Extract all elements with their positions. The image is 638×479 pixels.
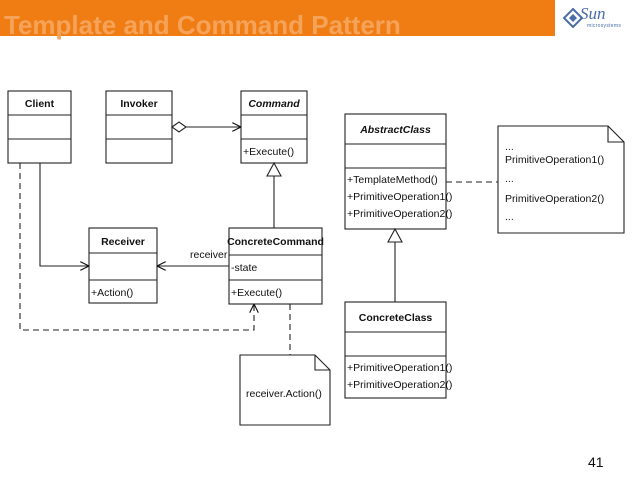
class-client bbox=[7, 90, 72, 164]
command-name: Command bbox=[248, 98, 300, 110]
sun-logo: Sun microsystems bbox=[563, 4, 633, 34]
template-note-line-2: PrimitiveOperation1() bbox=[505, 154, 604, 166]
association-client-receiver bbox=[39, 163, 89, 266]
template-note-line-1: ... bbox=[505, 141, 514, 153]
class-receiver bbox=[88, 227, 158, 304]
abstract-class-method-1: +TemplateMethod() bbox=[347, 174, 438, 186]
logo-text: Sun bbox=[580, 4, 606, 23]
class-command bbox=[240, 90, 308, 164]
class-abstract-class bbox=[344, 113, 447, 230]
receiver-method: +Action() bbox=[91, 287, 133, 299]
concrete-command-attribute: -state bbox=[231, 262, 257, 274]
aggregation-invoker-command bbox=[171, 121, 241, 133]
concrete-command-name: ConcreteCommand bbox=[227, 236, 324, 248]
concrete-command-method: +Execute() bbox=[231, 287, 282, 299]
concrete-class-method-1: +PrimitiveOperation1() bbox=[347, 362, 452, 374]
template-note-line-5: ... bbox=[505, 211, 514, 223]
receiver-name: Receiver bbox=[101, 236, 145, 248]
title-bar bbox=[0, 0, 555, 36]
sun-logo-icon bbox=[563, 8, 583, 28]
note-command bbox=[239, 354, 331, 426]
dependency-client-concrete-command bbox=[19, 163, 254, 331]
note-template bbox=[497, 125, 625, 234]
command-method: +Execute() bbox=[243, 146, 294, 158]
class-concrete-class bbox=[344, 301, 447, 399]
template-note-line-4: PrimitiveOperation2() bbox=[505, 193, 604, 205]
invoker-name: Invoker bbox=[120, 98, 157, 110]
slide-title: Template and Command Pattern bbox=[4, 10, 401, 40]
generalization-concrete-command bbox=[266, 161, 282, 228]
logo-subtext: microsystems bbox=[587, 23, 622, 29]
class-invoker bbox=[105, 90, 173, 164]
page-number: 41 bbox=[588, 454, 604, 470]
class-concrete-command bbox=[228, 227, 323, 305]
command-note-line-1: receiver.Action() bbox=[246, 388, 322, 400]
abstract-class-name: AbstractClass bbox=[359, 124, 431, 136]
concrete-class-method-2: +PrimitiveOperation2() bbox=[347, 379, 452, 391]
abstract-class-method-2: +PrimitiveOperation1() bbox=[347, 191, 452, 203]
receiver-association-label: receiver bbox=[190, 249, 228, 261]
template-note-line-3: ... bbox=[505, 173, 514, 185]
concrete-class-name: ConcreteClass bbox=[359, 312, 433, 324]
abstract-class-method-3: +PrimitiveOperation2() bbox=[347, 208, 452, 220]
generalization-concrete-class bbox=[387, 227, 403, 302]
client-name: Client bbox=[25, 98, 55, 110]
